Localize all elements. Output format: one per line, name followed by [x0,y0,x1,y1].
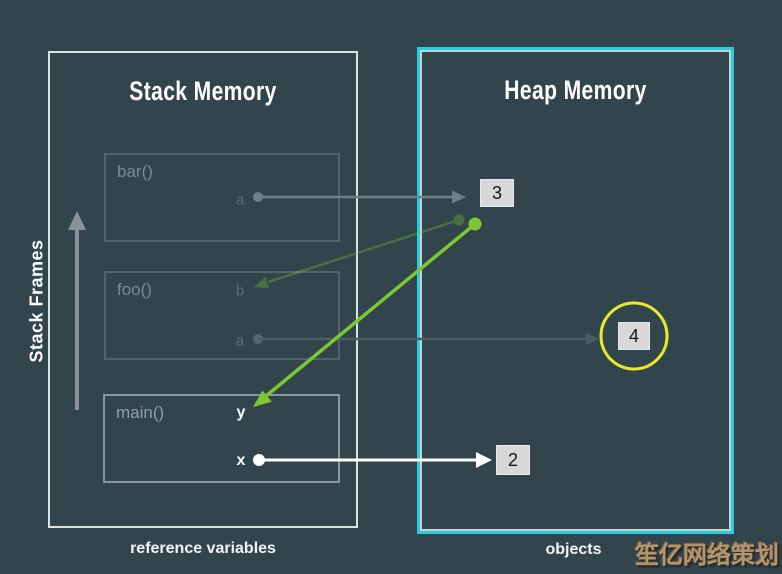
watermark-text: 笙亿网络策划 [635,542,779,569]
stack-caption: reference variables [130,540,276,557]
heap-object-2: 2 [496,445,530,475]
frame-name-main: main() [116,403,165,422]
heap-memory-title: Heap Memory [504,75,647,105]
variable-a-bar: a [235,191,245,209]
variable-a-foo: a [235,332,245,350]
heap-object-4: 4 [618,322,650,350]
heap-caption: objects [545,541,602,558]
variable-x-main: x [236,452,246,469]
variable-y-main: y [236,404,246,421]
frame-name-foo: foo() [117,280,152,299]
stack-memory-title: Stack Memory [129,76,277,106]
stack-frame-foo: foo() b a [104,271,340,360]
frame-name-bar: bar() [117,162,153,181]
stack-frames-axis-label: Stack Frames [26,239,47,363]
variable-b-foo: b [235,282,245,300]
heap-memory-box: Heap Memory [417,47,734,534]
stack-frame-bar: bar() a [104,153,340,242]
stack-frame-main: main() y x [103,394,340,483]
heap-object-3: 3 [480,179,514,207]
